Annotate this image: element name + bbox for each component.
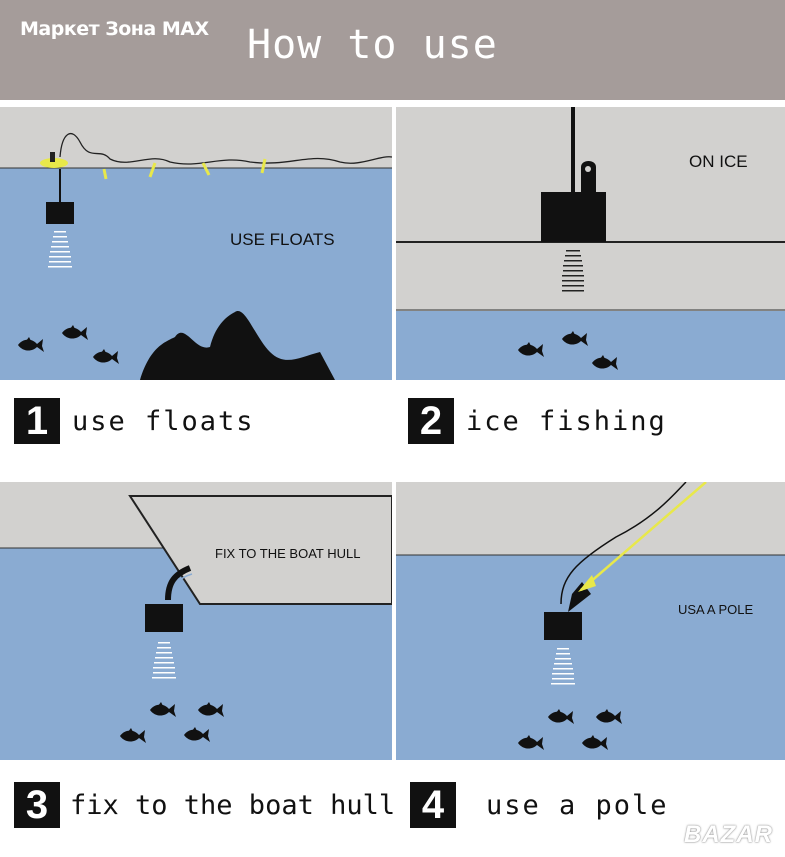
step-caption: fix to the boat hull <box>70 789 396 821</box>
panel-label: ON ICE <box>689 152 748 171</box>
panel-label: USA A POLE <box>678 602 753 617</box>
step-number: 1 <box>14 398 60 444</box>
header-banner: Маркет Зона MAX How to use <box>0 0 785 100</box>
step-caption: use floats <box>72 405 255 437</box>
float-markers <box>102 158 267 180</box>
caption-4: 4 use a pole <box>410 782 669 828</box>
panel-boat-hull: FIX TO THE BOAT HULL <box>0 482 392 760</box>
panel-use-floats: USE FLOATS <box>0 107 392 380</box>
caption-1: 1 use floats <box>14 398 255 444</box>
step-number: 3 <box>14 782 60 828</box>
step-number: 4 <box>410 782 456 828</box>
panel-ice-fishing: ON ICE <box>396 107 785 380</box>
step-number: 2 <box>408 398 454 444</box>
transducer-icon <box>541 192 606 242</box>
transducer-icon <box>544 612 582 640</box>
caption-3: 3 fix to the boat hull <box>14 782 395 828</box>
caption-2: 2 ice fishing <box>408 398 667 444</box>
panel-label: USE FLOATS <box>230 230 335 249</box>
panel-label: FIX TO THE BOAT HULL <box>215 546 360 561</box>
panel-pole: USA A POLE <box>396 482 785 760</box>
transducer-icon <box>145 604 183 632</box>
step-caption: use a pole <box>486 789 669 821</box>
transducer-icon <box>46 202 74 224</box>
watermark-logo: BAZAR <box>684 821 773 848</box>
brand-name: Маркет Зона MAX <box>20 18 209 40</box>
rocks <box>140 311 335 380</box>
float-icon <box>40 152 68 168</box>
step-caption: ice fishing <box>466 405 667 437</box>
sonar-waves <box>562 250 584 292</box>
page-title: How to use <box>247 22 498 68</box>
boat-hull <box>128 495 392 605</box>
